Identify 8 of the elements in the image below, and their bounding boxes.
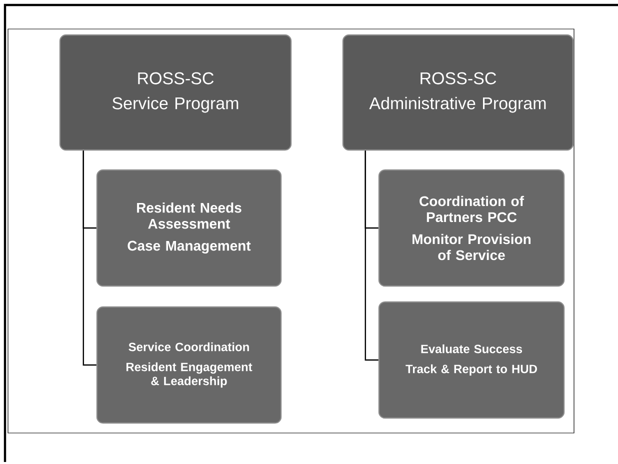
connector-line <box>82 150 96 366</box>
task-box: Evaluate Success Track & Report to HUD <box>378 301 565 419</box>
task-box: Resident Needs Assessment Case Management <box>96 169 282 287</box>
program-box: ROSS-SC Service Program <box>59 34 292 151</box>
task-box: Service Coordination Resident Engagement & Leadership <box>96 306 282 424</box>
connector-line <box>364 150 378 361</box>
program-box: ROSS-SC Administrative Program <box>342 34 574 151</box>
task-box: Coordination of Partners PCC Monitor Provision of Service <box>378 169 565 287</box>
